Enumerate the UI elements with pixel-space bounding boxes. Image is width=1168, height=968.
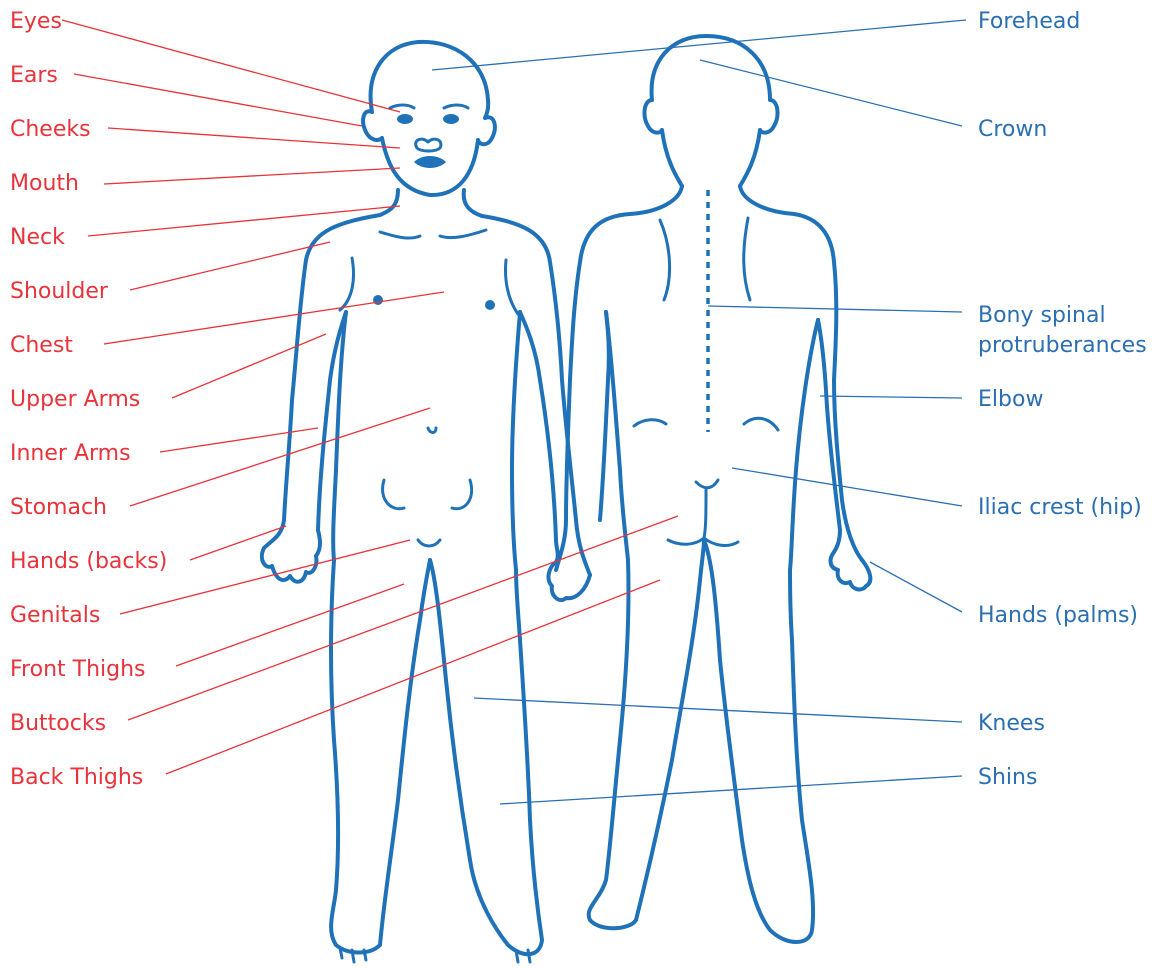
label-neck: Neck: [10, 225, 65, 250]
front-labels: Eyes Ears Cheeks Mouth Neck Shoulder Che…: [10, 9, 167, 790]
back-labels: Forehead Crown Bony spinal protruberance…: [978, 9, 1147, 790]
label-buttocks: Buttocks: [10, 711, 106, 736]
label-shins: Shins: [978, 765, 1037, 790]
label-cheeks: Cheeks: [10, 117, 91, 142]
label-mouth: Mouth: [10, 171, 79, 196]
label-eyes: Eyes: [10, 9, 62, 34]
label-stomach: Stomach: [10, 495, 107, 520]
label-shoulder: Shoulder: [10, 279, 109, 304]
label-back-thighs: Back Thighs: [10, 765, 143, 790]
label-front-thighs: Front Thighs: [10, 657, 146, 682]
label-genitals: Genitals: [10, 603, 100, 628]
label-hands-backs: Hands (backs): [10, 549, 167, 574]
label-chest: Chest: [10, 333, 73, 358]
label-bony-spinal-line1: Bony spinal: [978, 303, 1106, 328]
front-body-figure: [262, 42, 590, 962]
label-upper-arms: Upper Arms: [10, 387, 140, 412]
label-elbow: Elbow: [978, 387, 1043, 412]
label-crown: Crown: [978, 117, 1047, 142]
label-knees: Knees: [978, 711, 1045, 736]
label-ears: Ears: [10, 63, 58, 88]
label-forehead: Forehead: [978, 9, 1080, 34]
label-hands-palms: Hands (palms): [978, 603, 1138, 628]
label-inner-arms: Inner Arms: [10, 441, 131, 466]
label-bony-spinal-line2: protruberances: [978, 333, 1147, 358]
back-body-figure: [556, 36, 870, 942]
front-leader-lines: [62, 20, 678, 774]
label-iliac-crest: Iliac crest (hip): [978, 495, 1142, 520]
